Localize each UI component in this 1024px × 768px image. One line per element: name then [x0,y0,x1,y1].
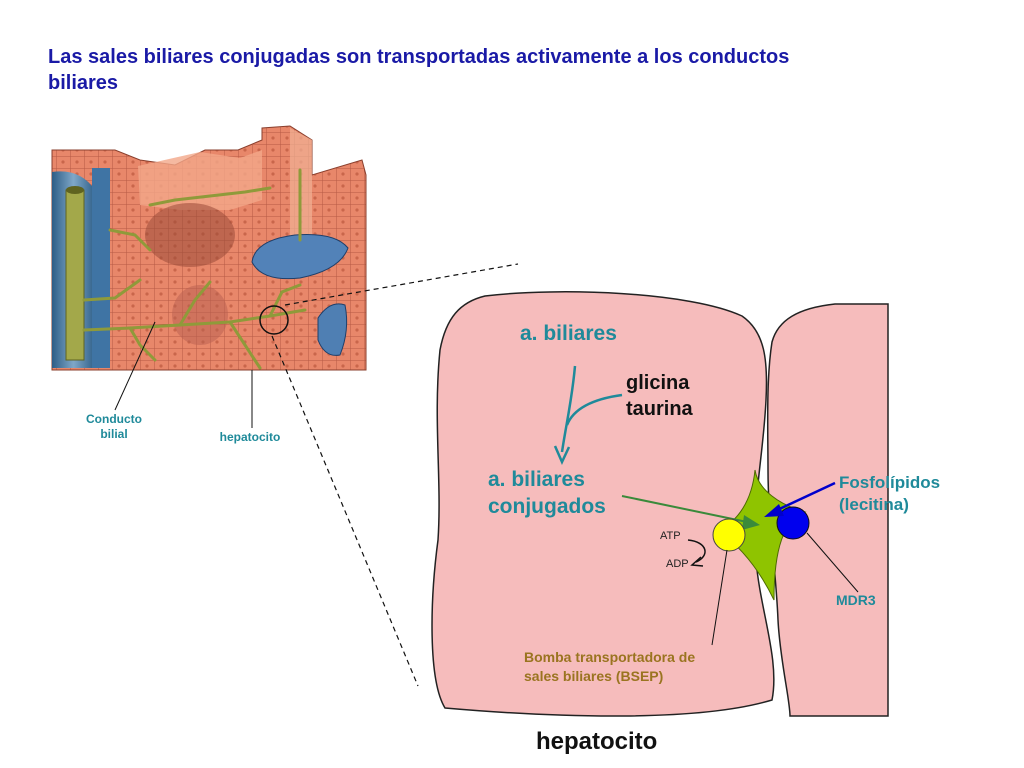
conjugated-bile-acids-label: a. biliares conjugados [488,466,606,520]
liver-tissue-illustration [51,125,367,371]
bile-duct-label-line1: Conducto [86,412,142,426]
mdr3-transporter [776,506,810,540]
central-vein-lower [317,303,348,356]
title-line-1: Las sales biliares conjugadas son transp… [48,46,790,68]
slide-title: Las sales biliares conjugadas son transp… [48,44,928,96]
glycine-label: glicina [626,372,690,394]
bile-duct-opening [66,186,84,194]
bile-acids-label: a. biliares [520,322,617,345]
bsep-transporter [712,518,746,552]
atp-adp-arrow [687,539,706,563]
bsep-line1: Bomba transportadora de [524,649,696,665]
bile-canaliculi-network [82,168,307,370]
phospholipids-arrow [772,481,836,514]
mdr3-leader-line [806,532,859,593]
conjugation-arrow [560,365,577,453]
atp-label: ATP [660,530,681,542]
glycine-taurine-label: glicina taurina [626,370,693,422]
bsep-transport-arrow [621,495,753,524]
sinusoid-lumen-1 [145,203,235,267]
glycine-taurine-arrow [565,393,623,426]
bile-duct-label-line2: bilial [100,427,128,441]
adp-label: ADP [666,558,689,570]
hepatocyte-bottom-label: hepatocito [536,728,658,755]
bile-duct-tube [65,189,85,361]
title-line-2: biliares [48,72,119,94]
hepatocyte-cell-right [766,303,889,717]
zoom-line-top [284,263,519,306]
conjugated-line1: a. biliares [488,468,585,491]
bile-duct-label: Conducto bilial [64,412,164,442]
bsep-leader-line [711,549,728,646]
portal-vein-2 [92,168,110,368]
bsep-line2: sales biliares (BSEP) [524,668,664,684]
phospholipids-line2: (lecitina) [839,495,909,514]
bsep-label: Bomba transportadora de sales biliares (… [524,648,695,686]
hepatocyte-illustration-label: hepatocito [219,430,281,444]
zoom-focus-circle [259,305,289,335]
zoom-line-bottom [271,335,419,687]
phospholipids-label: Fosfolípidos (lecitina) [839,472,940,516]
hepatocyte-zoom [431,291,889,717]
mdr3-label: MDR3 [836,592,876,608]
bile-duct-leader-line [114,321,156,411]
phospholipids-arrow-head [764,504,784,517]
conjugated-line2: conjugados [488,495,606,518]
sinusoid-lumen-2 [172,285,228,345]
hepatocyte-cell-left [431,291,775,717]
phospholipids-line1: Fosfolípidos [839,473,941,492]
central-vein-top [251,234,349,280]
conjugation-arrow-head [553,445,571,466]
hepatic-plate-top [138,150,262,210]
bsep-transport-arrow-head [742,515,760,530]
taurine-label: taurina [626,398,693,420]
atp-adp-arrow-head [690,556,704,567]
